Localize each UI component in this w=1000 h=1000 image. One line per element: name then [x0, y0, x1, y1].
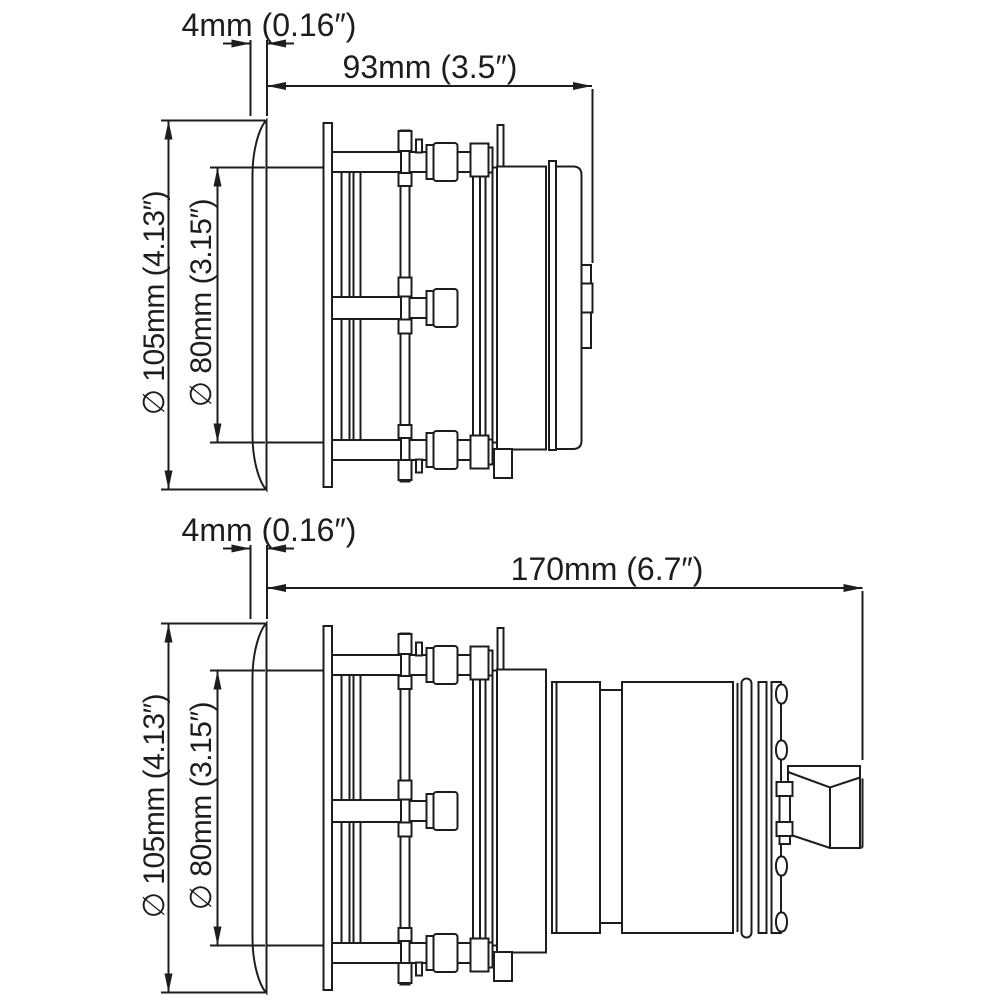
dim-flange-thickness-bottom: 4mm (0.16″) [182, 512, 357, 619]
device-front-assembly [251, 622, 547, 994]
dim-label-body-diameter-bottom: ∅ 80mm (3.15″) [185, 702, 218, 910]
dim-body-diameter-top: ∅ 80mm (3.15″) [185, 166, 265, 444]
view-short-version: 4mm (0.16″) 93mm (3.5″) ∅ 105mm (4.13″) … [138, 7, 594, 491]
dim-label-flange-thickness-top: 4mm (0.16″) [182, 7, 357, 43]
dim-body-diameter-bottom: ∅ 80mm (3.15″) [185, 669, 265, 947]
dim-length-bottom: 170mm (6.7″) [267, 551, 864, 760]
dim-flange-diameter-top: ∅ 105mm (4.13″) [138, 119, 265, 491]
view-long-version: 4mm (0.16″) 170mm (6.7″) ∅ 105mm (4.13″)… [138, 512, 864, 994]
dim-label-length-bottom: 170mm (6.7″) [511, 551, 704, 587]
device-front-assembly [251, 119, 547, 491]
rear-connector [775, 765, 864, 849]
dim-label-flange-diameter-top: ∅ 105mm (4.13″) [138, 191, 171, 415]
dim-flange-diameter-bottom: ∅ 105mm (4.13″) [138, 622, 265, 994]
dim-label-body-diameter-top: ∅ 80mm (3.15″) [185, 199, 218, 407]
rear-motor-long [551, 677, 864, 939]
dim-flange-thickness-top: 4mm (0.16″) [182, 7, 357, 116]
dim-label-flange-diameter-bottom: ∅ 105mm (4.13″) [138, 694, 171, 918]
rear-cap-short [548, 160, 594, 451]
dim-length-top: 93mm (3.5″) [267, 49, 594, 263]
dim-label-flange-thickness-bottom: 4mm (0.16″) [182, 512, 357, 548]
dim-label-length-top: 93mm (3.5″) [343, 49, 518, 85]
